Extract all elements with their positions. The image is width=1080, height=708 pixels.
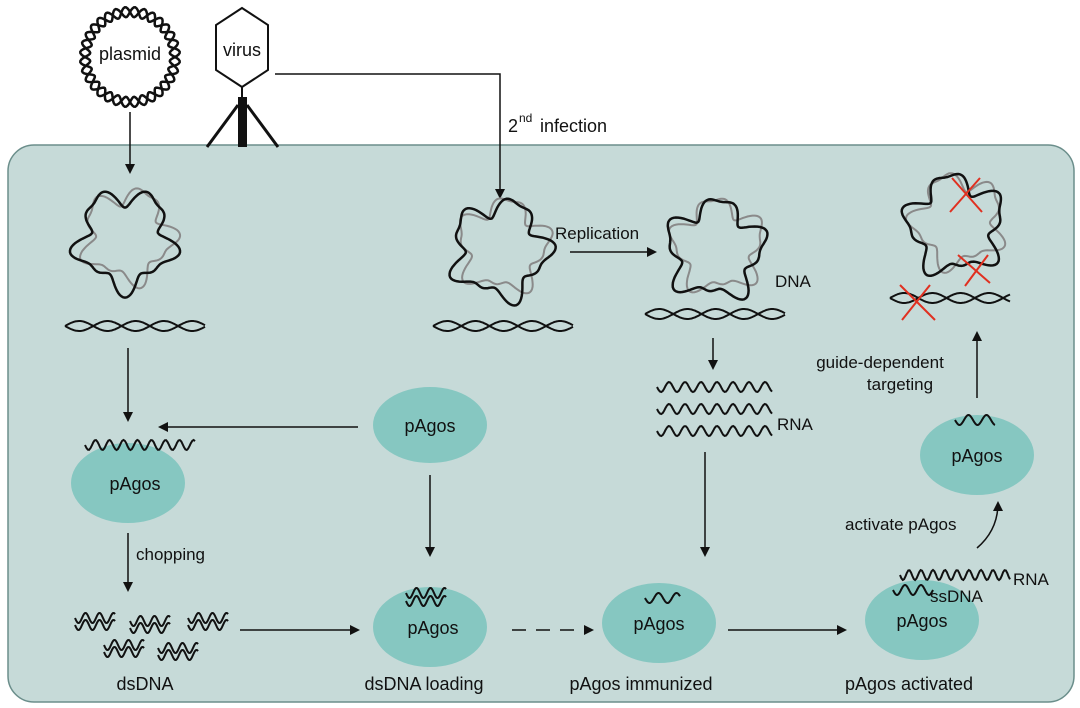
chopping-label: chopping bbox=[136, 545, 205, 564]
svg-text:nd: nd bbox=[519, 111, 532, 125]
helix-virus bbox=[432, 320, 574, 332]
dsdna-fragment bbox=[187, 611, 229, 625]
rna-strand bbox=[656, 402, 773, 416]
dsdna-fragment bbox=[74, 611, 116, 625]
host-genome-left bbox=[68, 187, 182, 299]
svg-text:pAgos: pAgos bbox=[407, 618, 458, 638]
dsdna-fragment bbox=[129, 614, 171, 628]
guide-strand-loading-2 bbox=[405, 594, 447, 608]
svg-text:infection: infection bbox=[540, 116, 607, 136]
ssdna-strand-activated bbox=[892, 583, 934, 597]
guide-label-line2: targeting bbox=[867, 375, 933, 394]
dna-label: DNA bbox=[775, 272, 812, 291]
cell-body bbox=[7, 144, 1075, 703]
rna-label: RNA bbox=[777, 415, 814, 434]
svg-text:pAgos: pAgos bbox=[404, 416, 455, 436]
svg-text:pAgos: pAgos bbox=[109, 474, 160, 494]
svg-text:pAgos: pAgos bbox=[951, 446, 1002, 466]
guide-strand-left bbox=[84, 438, 196, 452]
pagos-immunized-label: pAgos immunized bbox=[569, 674, 712, 694]
dsdna-fragment bbox=[103, 645, 145, 659]
rna-strand-label: RNA bbox=[1013, 570, 1050, 589]
dsdna-label: dsDNA bbox=[116, 674, 173, 694]
pagos-free: pAgos bbox=[373, 387, 487, 463]
plasmid-label: plasmid bbox=[99, 44, 161, 64]
plasmid-icon: plasmid bbox=[79, 6, 181, 108]
rna-strand bbox=[656, 380, 773, 394]
svg-text:2: 2 bbox=[508, 116, 518, 136]
targeted-genome bbox=[900, 172, 1007, 278]
dsdna-fragments bbox=[74, 413, 1011, 662]
rna-transcripts bbox=[656, 380, 773, 438]
dsdna-fragment bbox=[74, 618, 116, 632]
virus-label: virus bbox=[223, 40, 261, 60]
dsdna-fragment bbox=[187, 618, 229, 632]
rna-strand-activated bbox=[899, 568, 1011, 582]
second-infection-label: 2 nd infection bbox=[508, 111, 607, 136]
pagos-loading: pAgos bbox=[373, 587, 487, 667]
pagos-targeting: pAgos bbox=[920, 415, 1034, 495]
guide-strand-loading bbox=[405, 586, 447, 600]
dsdna-fragment bbox=[157, 641, 199, 655]
pagos-activated: pAgos bbox=[865, 580, 979, 660]
guide-strand-immunized bbox=[644, 591, 681, 604]
pagos-left: pAgos bbox=[71, 443, 185, 523]
pagos-immunized: pAgos bbox=[602, 583, 716, 663]
activate-label: activate pAgos bbox=[845, 515, 957, 534]
svg-text:pAgos: pAgos bbox=[633, 614, 684, 634]
virus-genome-center bbox=[448, 197, 557, 307]
helix-host bbox=[64, 320, 206, 332]
replicated-genome bbox=[666, 197, 769, 301]
dsdna-fragment bbox=[157, 648, 199, 662]
pagos-activated-label: pAgos activated bbox=[845, 674, 973, 694]
arrow-second-infection bbox=[275, 73, 505, 199]
guide-label-line1: guide-dependent bbox=[816, 353, 944, 372]
svg-text:pAgos: pAgos bbox=[896, 611, 947, 631]
ssdna-label: ssDNA bbox=[930, 587, 984, 606]
replication-label: Replication bbox=[555, 224, 639, 243]
rna-strand bbox=[656, 424, 773, 438]
guide-strand-targeting bbox=[954, 413, 996, 427]
cleavage-marks bbox=[899, 177, 991, 321]
helix-replicated bbox=[644, 308, 786, 320]
dsdna-loading-label: dsDNA loading bbox=[364, 674, 483, 694]
dsdna-fragment bbox=[129, 621, 171, 635]
arrow-activate bbox=[976, 501, 1003, 549]
dsdna-fragment bbox=[103, 638, 145, 652]
virus-icon: virus bbox=[205, 6, 280, 148]
